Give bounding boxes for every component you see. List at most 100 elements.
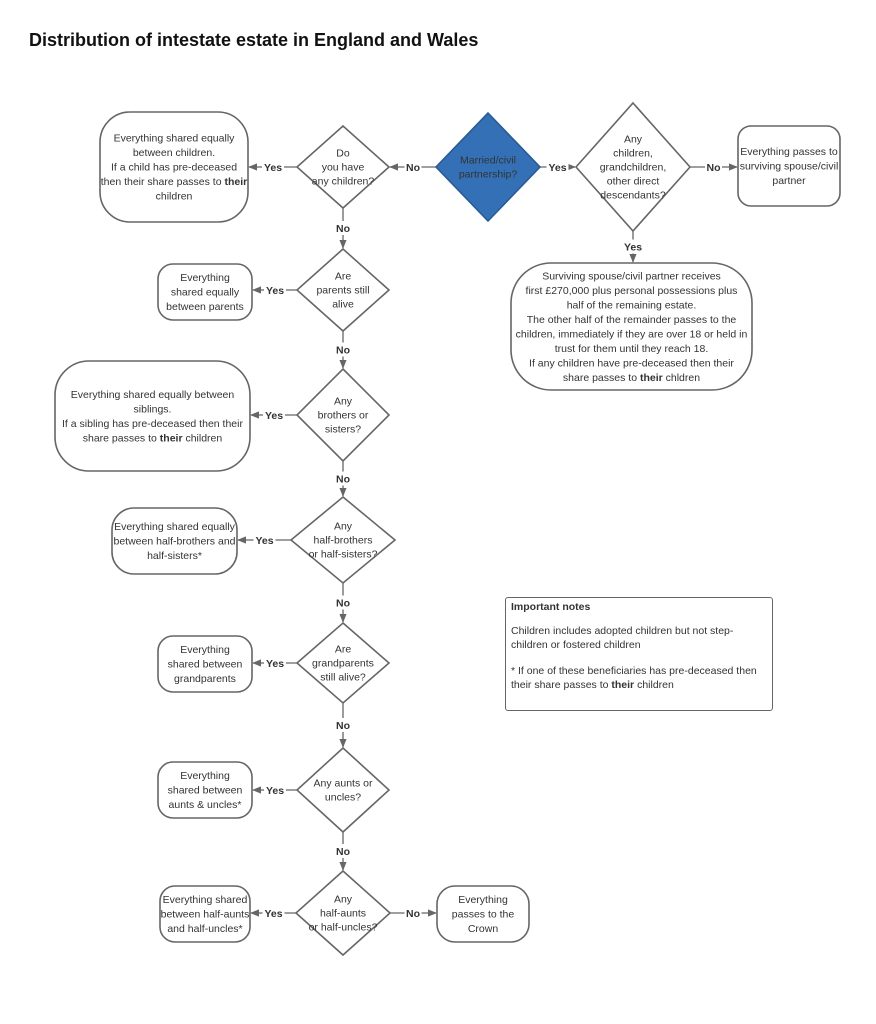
edge-label-half-aunts-yes: Yes	[264, 908, 282, 920]
outcome-box	[737, 125, 841, 207]
decision-diamond	[295, 746, 391, 834]
edge-label-children-yes: Yes	[264, 162, 282, 174]
decision-diamond	[574, 101, 692, 233]
outcome-box	[157, 761, 253, 819]
edge-label-half-siblings-yes: Yes	[255, 535, 273, 547]
decision-diamond	[289, 495, 397, 585]
edge-label-children-no: No	[336, 223, 350, 235]
edge-label-half-aunts-no: No	[406, 908, 420, 920]
edge-label-bg	[253, 533, 276, 547]
notes-predeceased: * If one of these beneficiaries has pre-…	[511, 664, 767, 692]
edge-label-bg	[334, 595, 352, 610]
notes-title: Important notes	[511, 601, 591, 613]
notes-children-definition: Children includes adopted children but n…	[511, 625, 734, 651]
edge-label-half-siblings-no: No	[336, 598, 350, 610]
edge-label-grandparents-no: No	[336, 720, 350, 732]
edge-label-descendants-yes: Yes	[624, 242, 642, 254]
important-notes-box: Important notes Children includes adopte…	[505, 597, 773, 711]
decision-diamond	[294, 869, 392, 957]
decision-diamond	[295, 247, 391, 333]
outcome-box	[111, 507, 238, 575]
edge-label-aunts-uncles-no: No	[336, 846, 350, 858]
edge-label-bg	[334, 221, 352, 235]
edge-label-bg	[334, 718, 352, 732]
edge-label-bg	[546, 160, 569, 174]
edge-label-siblings-yes: Yes	[265, 410, 283, 422]
decision-diamond	[295, 621, 391, 705]
edge-label-bg	[622, 239, 644, 254]
notes-predeceased-text: * If one of these beneficiaries has pre-…	[511, 665, 757, 691]
edge-label-start-yes: Yes	[548, 162, 566, 174]
edge-label-bg	[263, 408, 285, 422]
edge-label-bg	[404, 160, 422, 174]
outcome-box	[99, 111, 249, 223]
edge-label-grandparents-yes: Yes	[266, 658, 284, 670]
outcome-box	[54, 360, 251, 472]
outcome-box	[436, 885, 530, 943]
edge-label-aunts-uncles-yes: Yes	[266, 785, 284, 797]
page-title: Distribution of intestate estate in Engl…	[29, 30, 479, 50]
edge-label-bg	[334, 342, 352, 357]
decision-diamond	[434, 111, 542, 223]
edge-label-bg	[264, 783, 286, 797]
edge-label-descendants-no: No	[707, 162, 721, 174]
edge-label-bg	[262, 906, 285, 920]
edge-label-siblings-no: No	[336, 474, 350, 486]
edge-label-parents-yes: Yes	[266, 285, 284, 297]
notes-predeceased-end: children	[634, 679, 674, 691]
edge-label-bg	[705, 160, 722, 174]
outcome-box	[510, 262, 753, 391]
decision-diamond	[295, 367, 391, 463]
decision-diamond	[295, 124, 391, 210]
edge-label-bg	[264, 656, 286, 670]
outcome-box	[157, 635, 253, 693]
outcome-box	[159, 885, 251, 943]
edge-label-start-no: No	[406, 162, 420, 174]
edge-label-bg	[334, 471, 352, 486]
edge-label-bg	[404, 906, 422, 920]
edge-label-parents-no: No	[336, 345, 350, 357]
edge-label-bg	[262, 160, 284, 174]
edge-label-bg	[264, 283, 286, 297]
outcome-box	[157, 263, 253, 321]
edge-label-bg	[334, 844, 352, 858]
notes-predeceased-bold: their	[611, 679, 635, 691]
